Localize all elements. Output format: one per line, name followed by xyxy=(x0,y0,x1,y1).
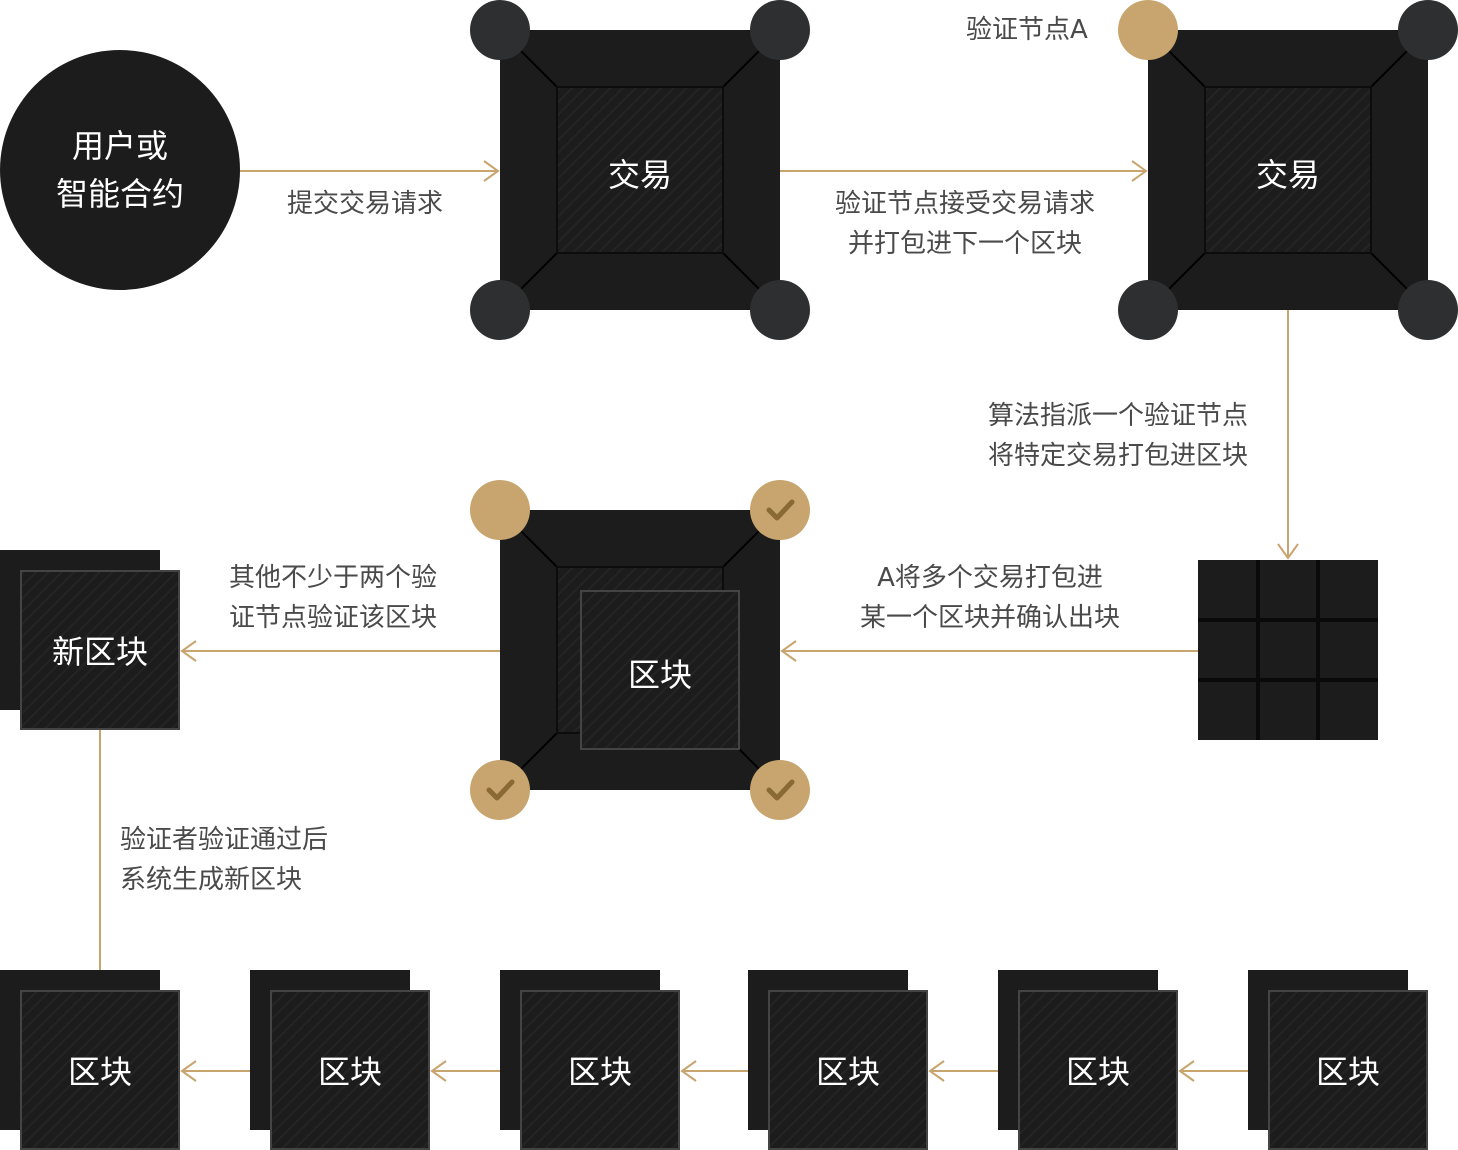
transaction-grid xyxy=(1198,560,1378,740)
arrowhead-verify xyxy=(180,640,197,662)
new-block-label: 新区块 xyxy=(51,633,148,671)
validator-a-icon xyxy=(470,480,530,540)
chain-block-label: 区块 xyxy=(1315,1053,1380,1091)
arrowhead-pack xyxy=(780,640,797,662)
chain-block-label: 区块 xyxy=(815,1053,880,1091)
validator-a-icon xyxy=(1118,0,1178,60)
user-node: 用户或 智能合约 xyxy=(0,50,240,290)
step-assign-label-1: 算法指派一个验证节点 xyxy=(988,401,1249,431)
arrowhead-accept xyxy=(1131,160,1148,182)
step-submit-label: 提交交易请求 xyxy=(287,189,444,219)
block-label: 区块 xyxy=(627,656,692,694)
chain-block-label: 区块 xyxy=(1065,1053,1130,1091)
step-generate-label-1: 验证者验证通过后 xyxy=(120,825,329,855)
transaction-node-2: 交易 xyxy=(1118,0,1458,340)
check-icon xyxy=(470,760,530,820)
node-corner-icon xyxy=(1118,280,1178,340)
chain-block: 区块 xyxy=(768,990,928,1150)
arrowhead-assign xyxy=(1277,543,1299,560)
arrowhead-submit xyxy=(483,160,500,182)
node-corner-icon xyxy=(1398,0,1458,60)
user-node-label: 用户或 智能合约 xyxy=(55,127,184,213)
step-accept-label-2: 并打包进下一个区块 xyxy=(847,229,1082,259)
step-pack-label-1: A将多个交易打包进 xyxy=(877,563,1103,593)
chain-block: 区块 xyxy=(1018,990,1178,1150)
new-block: 新区块 xyxy=(20,570,180,730)
step-accept-label-1: 验证节点接受交易请求 xyxy=(834,189,1095,219)
block-validation-node: 区块 xyxy=(470,480,810,820)
node-corner-icon xyxy=(750,0,810,60)
chain-block: 区块 xyxy=(520,990,680,1150)
chain-block: 区块 xyxy=(20,990,180,1150)
step-verify-label-2: 证节点验证该区块 xyxy=(229,603,438,633)
transaction-label: 交易 xyxy=(1255,156,1320,194)
chain-block: 区块 xyxy=(1268,990,1428,1150)
step-verify-label-1: 其他不少于两个验 xyxy=(229,563,438,593)
node-corner-icon xyxy=(470,280,530,340)
chain-block-label: 区块 xyxy=(67,1053,132,1091)
node-corner-icon xyxy=(470,0,530,60)
transaction-node-1: 交易 xyxy=(470,0,810,340)
chain-block-label: 区块 xyxy=(567,1053,632,1091)
chain-block: 区块 xyxy=(270,990,430,1150)
validator-a-label: 验证节点A xyxy=(966,15,1088,45)
node-corner-icon xyxy=(1398,280,1458,340)
check-icon xyxy=(750,760,810,820)
step-pack-label-2: 某一个区块并确认出块 xyxy=(859,603,1120,633)
step-generate-label-2: 系统生成新区块 xyxy=(120,865,303,895)
step-assign-label-2: 将特定交易打包进区块 xyxy=(988,441,1249,471)
check-icon xyxy=(750,480,810,540)
chain-block-label: 区块 xyxy=(317,1053,382,1091)
node-corner-icon xyxy=(750,280,810,340)
grid-lines-icon xyxy=(1198,560,1378,740)
transaction-label: 交易 xyxy=(607,156,672,194)
